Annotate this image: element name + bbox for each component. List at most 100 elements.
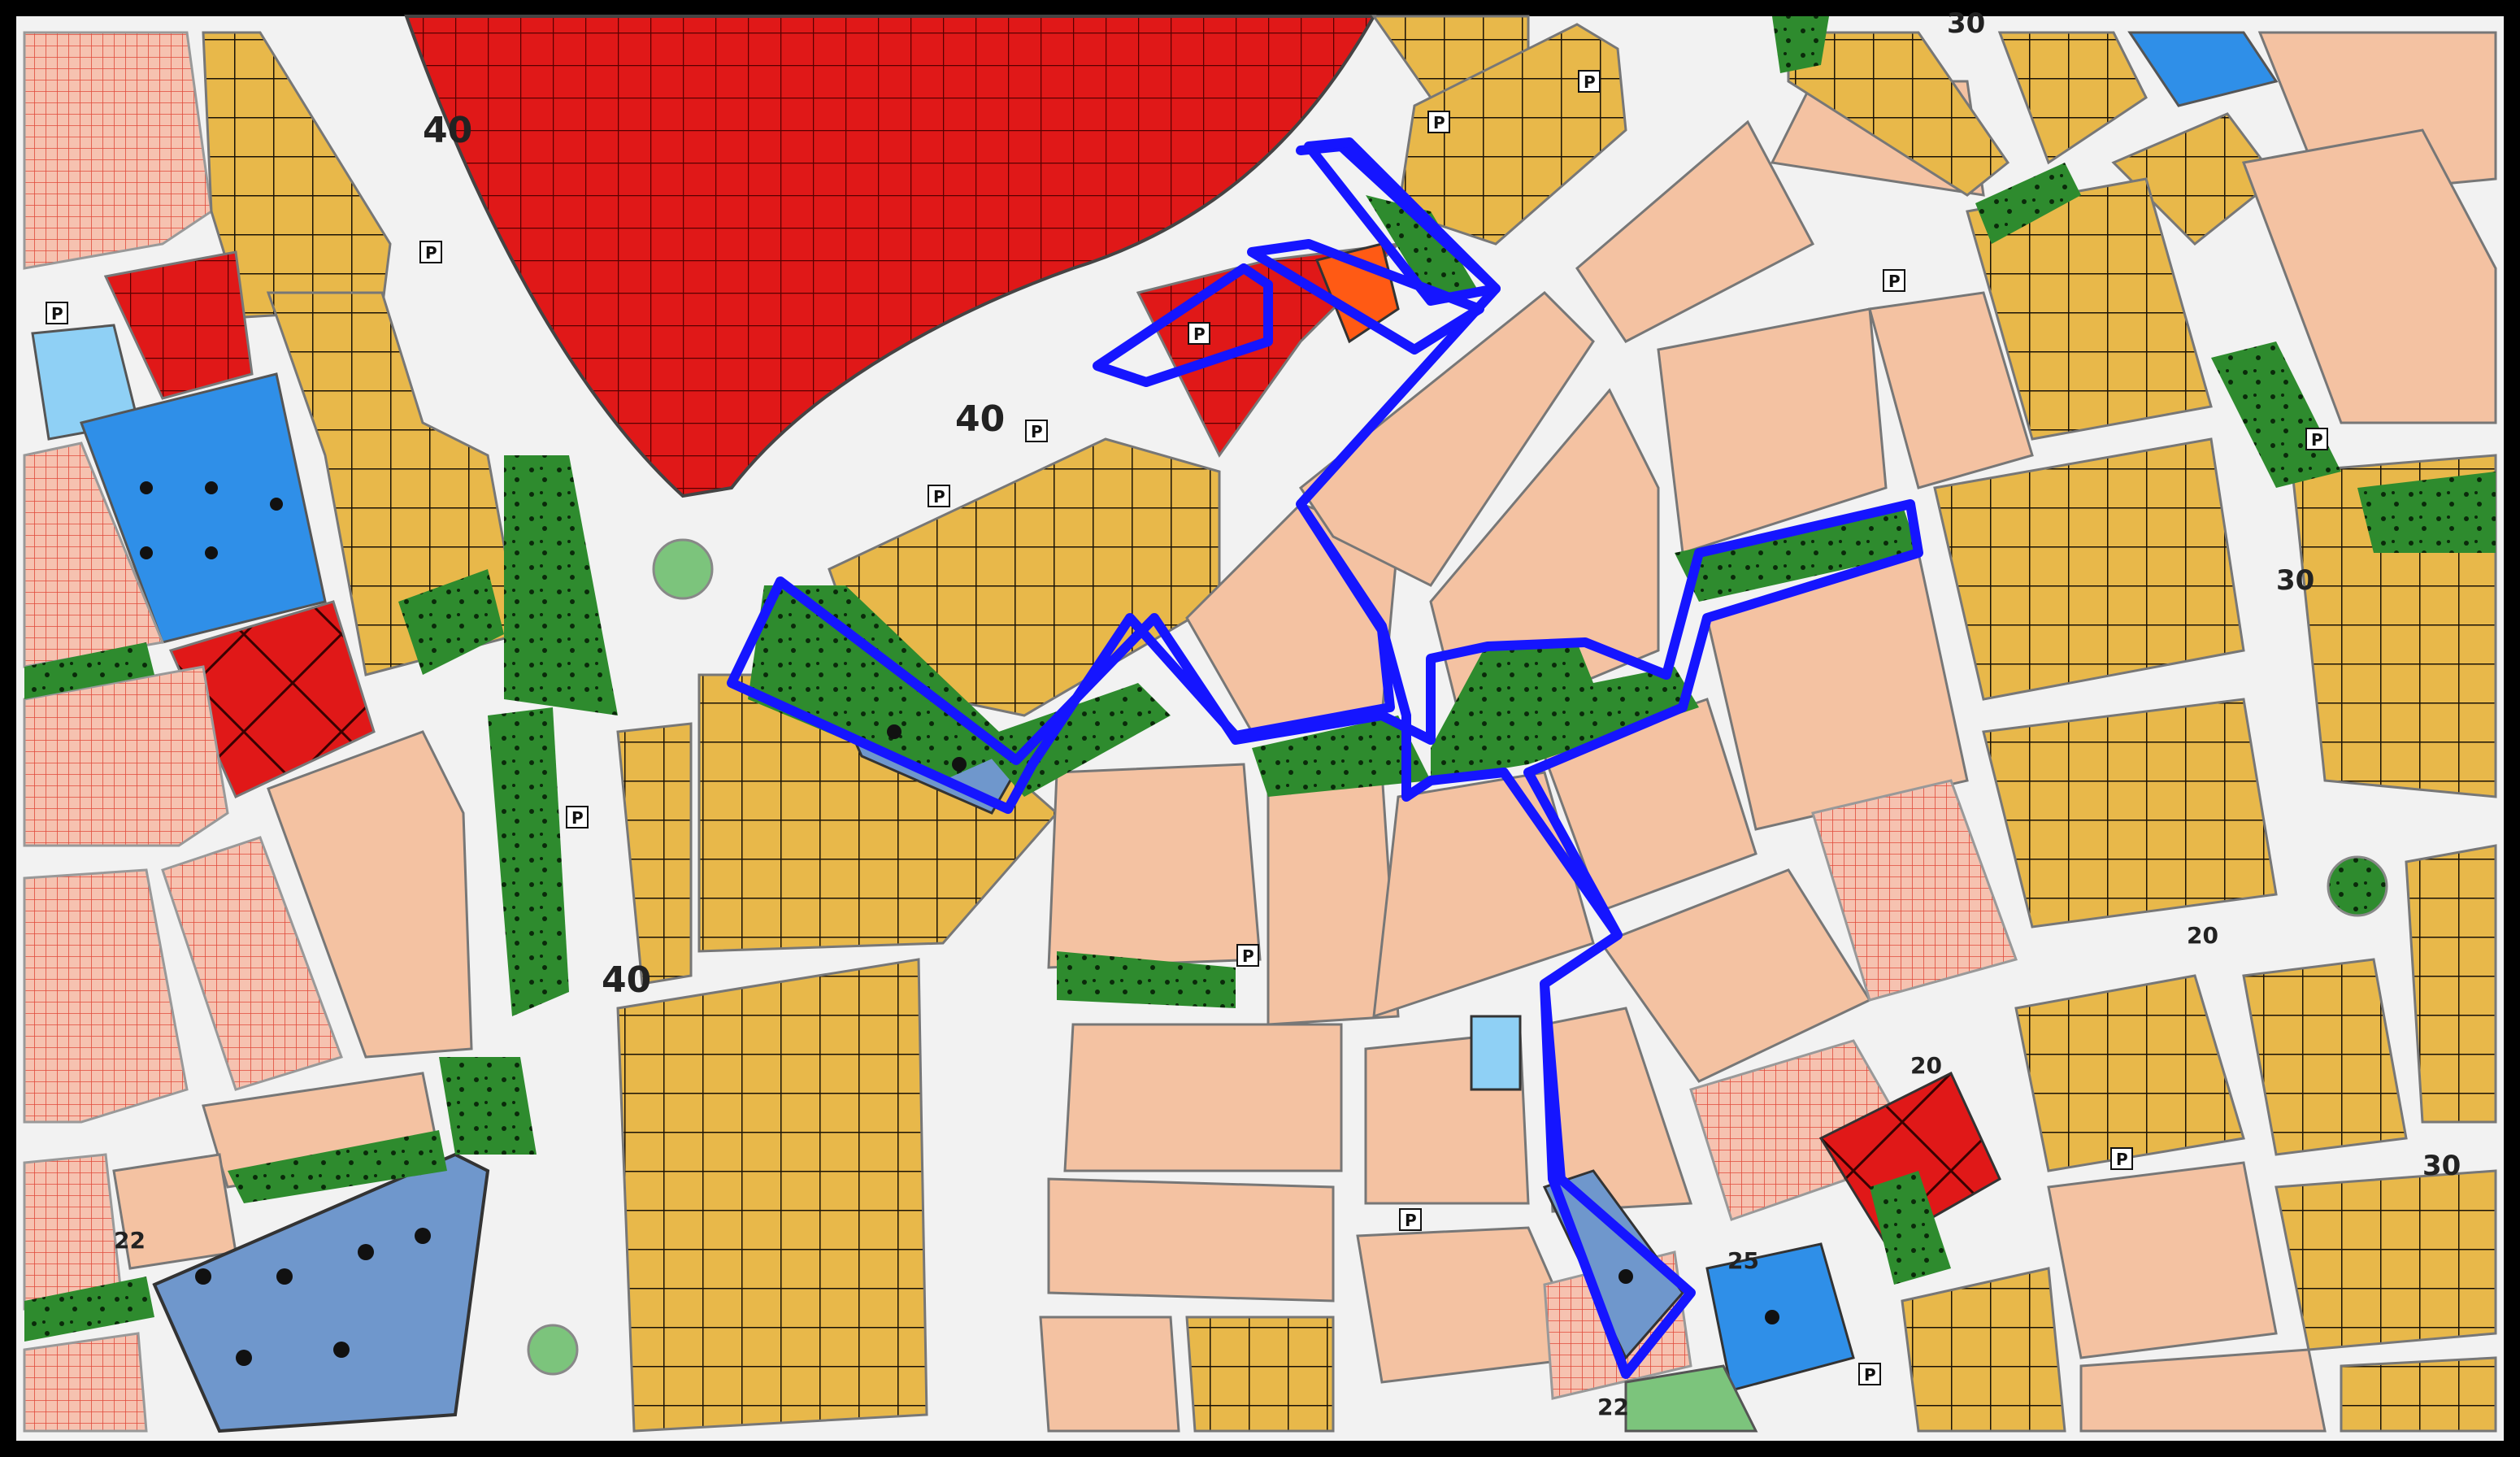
plot-residential-yellow[interactable] (616, 958, 928, 1433)
plot-green-open[interactable] (1624, 1364, 1758, 1433)
park-triangle[interactable] (504, 455, 618, 715)
tree-dot-icon (195, 1268, 211, 1285)
road-30-ne-label: 30 (1947, 7, 1985, 40)
east-sector (1624, 16, 2497, 1433)
plot-public-blue[interactable] (80, 372, 327, 644)
green-corridor (748, 195, 1918, 1008)
parking-icon[interactable]: P (1578, 70, 1601, 93)
parking-icon[interactable]: P (1025, 420, 1048, 442)
plot-residential-yellow[interactable] (1966, 177, 2213, 441)
plot-hatched-red[interactable] (23, 665, 229, 847)
svg-text:P: P (1193, 324, 1206, 344)
tree-dot-icon (205, 481, 218, 494)
plot-residential-pink[interactable] (1039, 1316, 1180, 1433)
green-strip (24, 1277, 154, 1342)
parking-icon[interactable]: P (1858, 1363, 1881, 1385)
tree-dot-icons (140, 481, 1779, 1366)
svg-text:P: P (2311, 430, 2323, 450)
parking-icon[interactable]: P (46, 302, 68, 324)
plot-residential-pink[interactable] (1063, 1023, 1343, 1172)
roundabout-center[interactable] (652, 538, 714, 600)
plot-residential-yellow[interactable] (2275, 1169, 2497, 1351)
plot-residential-yellow[interactable] (1185, 1316, 1335, 1433)
plot-residential-yellow[interactable] (1997, 31, 2148, 165)
svg-text:P: P (425, 243, 437, 263)
study-area-boundary-north[interactable] (1247, 137, 1501, 354)
green-strip (439, 1057, 537, 1155)
plot-residential-yellow[interactable] (1982, 698, 2278, 929)
plot-residential-pink[interactable] (1298, 290, 1595, 587)
svg-text:P: P (51, 304, 63, 324)
plot-residential-pink[interactable] (1047, 1177, 1335, 1303)
plot-hatched-red[interactable] (161, 836, 343, 1091)
svg-text:P: P (1433, 113, 1445, 133)
road-40-sw-label: 40 (602, 959, 651, 1001)
plot-residential-pink[interactable] (1575, 120, 1815, 343)
parking-icon[interactable]: P (1427, 111, 1450, 133)
plot-residential-pink[interactable] (267, 730, 473, 1059)
plot-residential-yellow[interactable] (1787, 31, 2010, 197)
plot-residential-pink[interactable] (2079, 1348, 2327, 1433)
tree-dot-icon (1618, 1269, 1633, 1284)
plot-commercial-large[interactable] (404, 15, 1377, 498)
plot-hatched-red[interactable] (23, 1332, 148, 1433)
roundabout[interactable] (527, 1324, 579, 1376)
tree-dot-icon (358, 1244, 374, 1260)
plot-residential-pink[interactable] (1047, 763, 1262, 969)
tree-dot-icon (205, 546, 218, 559)
plot-commercial[interactable] (103, 250, 254, 400)
parking-icon[interactable]: P (1399, 1208, 1422, 1231)
tree-dot-icon (140, 481, 153, 494)
plot-hatched-red[interactable] (23, 441, 165, 668)
parking-icon[interactable]: P (419, 241, 442, 263)
central-north-sector (404, 15, 1627, 1433)
green-strip (24, 642, 154, 699)
roundabout-east[interactable] (2327, 855, 2388, 917)
tree-dot-icon (276, 1268, 293, 1285)
plot-residential-pink[interactable] (2241, 128, 2497, 424)
svg-text:P: P (1584, 72, 1596, 92)
svg-text:P: P (1888, 272, 1901, 291)
tree-dot-icon (952, 757, 967, 772)
parking-icon[interactable]: P (928, 485, 950, 507)
svg-text:P: P (1242, 946, 1254, 966)
plot-residential-pink[interactable] (2047, 1161, 2278, 1359)
plot-hatched-red[interactable] (1811, 779, 2018, 1002)
plot-hatched-red[interactable] (23, 31, 213, 270)
parking-icon[interactable]: P (1883, 269, 1905, 292)
plot-residential-pink[interactable] (1185, 502, 1400, 733)
plot-residential-pink[interactable] (1657, 307, 1888, 555)
svg-text:P: P (1864, 1365, 1876, 1385)
study-area-boundary[interactable] (727, 141, 1923, 1379)
parking-icon[interactable]: P (1236, 944, 1259, 967)
plot-public-blue[interactable] (2127, 31, 2279, 107)
svg-text:P: P (933, 487, 945, 507)
parking-icon[interactable]: P (1188, 322, 1210, 345)
plot-residential-yellow[interactable] (1933, 437, 2245, 701)
plot-public-blue[interactable] (1705, 1242, 1855, 1392)
parking-icon[interactable]: P (566, 806, 589, 829)
plot-residential-yellow[interactable] (2340, 1356, 2497, 1433)
road-22-s-label: 22 (1597, 1394, 1629, 1420)
plot-residential-yellow[interactable] (1901, 1267, 2066, 1433)
study-area-boundary-northwest[interactable] (1093, 263, 1273, 387)
plot-hatched-red[interactable] (23, 868, 189, 1124)
tree-dot-icon (236, 1350, 252, 1366)
plot-residential-yellow[interactable] (2242, 958, 2408, 1156)
plot-residential-pink[interactable] (1868, 291, 2034, 489)
plot-public-lightblue[interactable] (1470, 1015, 1522, 1091)
road-40-nw-label: 40 (423, 110, 472, 151)
parking-icon[interactable]: P (2305, 428, 2328, 450)
road-20-e-label: 20 (2187, 922, 2218, 949)
plot-commercial-cross[interactable] (1818, 1071, 2001, 1246)
green-strip (2211, 341, 2341, 488)
parking-icon[interactable]: P (2110, 1147, 2133, 1170)
plot-residential-yellow[interactable] (616, 722, 693, 985)
plot-residential-yellow[interactable] (2405, 844, 2497, 1124)
plot-residential-pink[interactable] (1372, 771, 1595, 1019)
road-40-center-label: 40 (955, 398, 1005, 440)
central-sector (827, 80, 2034, 1433)
plot-residential-yellow[interactable] (2014, 974, 2245, 1172)
